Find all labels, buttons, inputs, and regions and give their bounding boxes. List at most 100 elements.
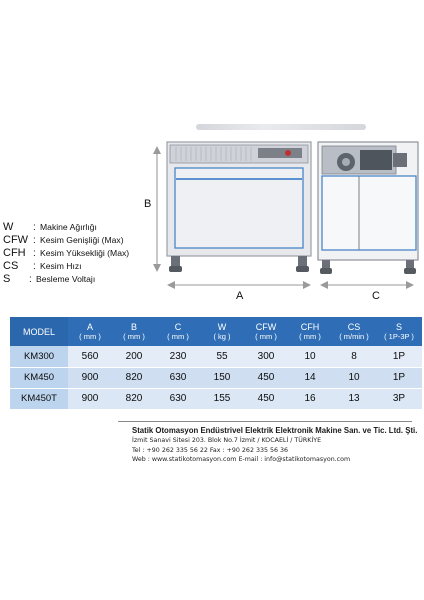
table-cell: 8 — [332, 346, 376, 368]
machine-drawing: B A C — [144, 124, 419, 302]
front-red-button — [285, 150, 291, 156]
table-cell: 900 — [68, 367, 112, 389]
header-unit: ( mm ) — [299, 331, 321, 341]
table-cell: 450 — [244, 367, 288, 389]
legend-text: Kesim Yüksekliği (Max) — [40, 248, 130, 258]
header-s: S( 1P-3P ) — [376, 317, 422, 346]
header-name: C — [174, 321, 182, 332]
side-motor-block — [360, 150, 392, 170]
table-row: KM300 560 200 230 55 300 10 8 1P — [10, 346, 422, 368]
header-name: CFW — [255, 321, 277, 332]
machine-drawing-svg: B A C — [144, 141, 419, 302]
table-cell: 3P — [376, 388, 422, 410]
legend-code: CS — [3, 260, 19, 272]
table-cell-model: KM450 — [10, 367, 68, 389]
header-model: MODEL — [10, 317, 68, 346]
header-unit: ( mm ) — [167, 331, 189, 341]
legend-code: S — [3, 273, 11, 285]
front-left-foot — [169, 266, 182, 272]
side-right-foot — [404, 268, 416, 274]
front-right-foot — [296, 266, 309, 272]
header-cfw: CFW( mm ) — [244, 317, 288, 346]
dimension-c-arrow-left — [320, 281, 328, 289]
front-view — [166, 141, 312, 272]
front-control-strip — [258, 148, 302, 158]
header-a: A( mm ) — [68, 317, 112, 346]
company-info: Statik Otomasyon Endüstrivel Elektrik El… — [132, 425, 422, 465]
legend-row-cfh: CFH : Kesim Yüksekliği (Max) — [3, 247, 173, 260]
table-cell: 300 — [244, 346, 288, 368]
table-cell: 155 — [200, 388, 244, 410]
front-grille — [175, 147, 252, 161]
legend-row-cfw: CFW : Kesim Genişliği (Max) — [3, 234, 173, 247]
company-name: Statik Otomasyon Endüstrivel Elektrik El… — [132, 426, 418, 435]
table-cell: 10 — [288, 346, 332, 368]
table-cell: 820 — [112, 367, 156, 389]
legend-text: Kesim Hızı — [40, 261, 82, 271]
legend-code: CFW — [3, 234, 29, 246]
side-motor-hub — [342, 158, 350, 166]
header-unit: ( kg ) — [213, 331, 231, 341]
table-cell: 560 — [68, 346, 112, 368]
side-view — [317, 141, 419, 274]
table-row: KM450T 900 820 630 155 450 16 13 3P — [10, 388, 422, 410]
table-row: KM450 900 820 630 150 450 14 10 1P — [10, 367, 422, 389]
dimension-a-arrow-right — [303, 281, 311, 289]
legend-text: Kesim Genişliği (Max) — [40, 235, 124, 245]
table-cell: 630 — [156, 367, 200, 389]
header-name: CS — [347, 321, 361, 332]
legend-text: Besleme Voltajı — [36, 274, 96, 284]
table-cell: 13 — [332, 388, 376, 410]
legend-colon: : — [33, 248, 36, 259]
table-cell: 200 — [112, 346, 156, 368]
side-left-foot — [320, 268, 332, 274]
header-name: S — [395, 321, 402, 332]
side-gearbox — [393, 153, 407, 167]
legend-row-w: W : Makine Ağırlığı — [3, 221, 173, 234]
front-left-leg — [171, 256, 180, 270]
header-unit: ( mm ) — [255, 331, 277, 341]
dimension-c-arrow-right — [406, 281, 414, 289]
dimension-c-label: C — [372, 290, 380, 302]
table-cell-model: KM300 — [10, 346, 68, 368]
front-right-leg — [298, 256, 307, 270]
front-blue-rail — [176, 178, 302, 180]
legend-colon: : — [33, 261, 36, 272]
company-address: İzmit Sanavi Sitesi 203. Blok No.7 İzmit… — [132, 437, 322, 444]
legend-colon: : — [33, 235, 36, 246]
header-w: W( kg ) — [200, 317, 244, 346]
table-cell: 150 — [200, 367, 244, 389]
drawing-caption — [196, 124, 366, 130]
dimension-arrows — [153, 146, 414, 289]
legend-row-cs: CS : Kesim Hızı — [3, 260, 173, 273]
table-cell: 820 — [112, 388, 156, 410]
table-header-row: MODEL A( mm ) B( mm ) C( mm ) W( kg ) CF… — [10, 317, 422, 346]
table-cell: 230 — [156, 346, 200, 368]
company-web: Web : www.statikotomasyon.com E-mail : i… — [132, 456, 351, 463]
legend-text: Makine Ağırlığı — [40, 222, 97, 232]
specification-table: MODEL A( mm ) B( mm ) C( mm ) W( kg ) CF… — [10, 317, 422, 410]
header-cfh: CFH( mm ) — [288, 317, 332, 346]
header-name: A — [86, 321, 93, 332]
header-unit: ( 1P-3P ) — [384, 331, 414, 341]
dimension-b-arrow-bottom — [153, 264, 161, 272]
footer-divider — [118, 421, 412, 422]
dimension-a-label: A — [236, 290, 244, 302]
abbreviation-legend: W : Makine Ağırlığı CFW : Kesim Genişliğ… — [3, 221, 173, 286]
legend-code: CFH — [3, 247, 26, 259]
header-b: B( mm ) — [112, 317, 156, 346]
side-right-leg — [406, 260, 414, 272]
company-phone: Tel : +90 262 335 56 22 Fax : +90 262 33… — [132, 446, 288, 454]
header-name: W — [217, 321, 227, 332]
dimension-b-label: B — [144, 198, 151, 210]
dimension-b-arrow-top — [153, 146, 161, 154]
legend-colon: : — [33, 222, 36, 233]
table-cell: 55 — [200, 346, 244, 368]
header-unit: ( mm ) — [123, 331, 145, 341]
dimension-a-arrow-left — [167, 281, 175, 289]
side-left-leg — [322, 260, 330, 272]
header-name: B — [130, 321, 137, 332]
header-name: MODEL — [22, 326, 55, 337]
table-cell: 630 — [156, 388, 200, 410]
side-blue-panel — [321, 175, 417, 251]
